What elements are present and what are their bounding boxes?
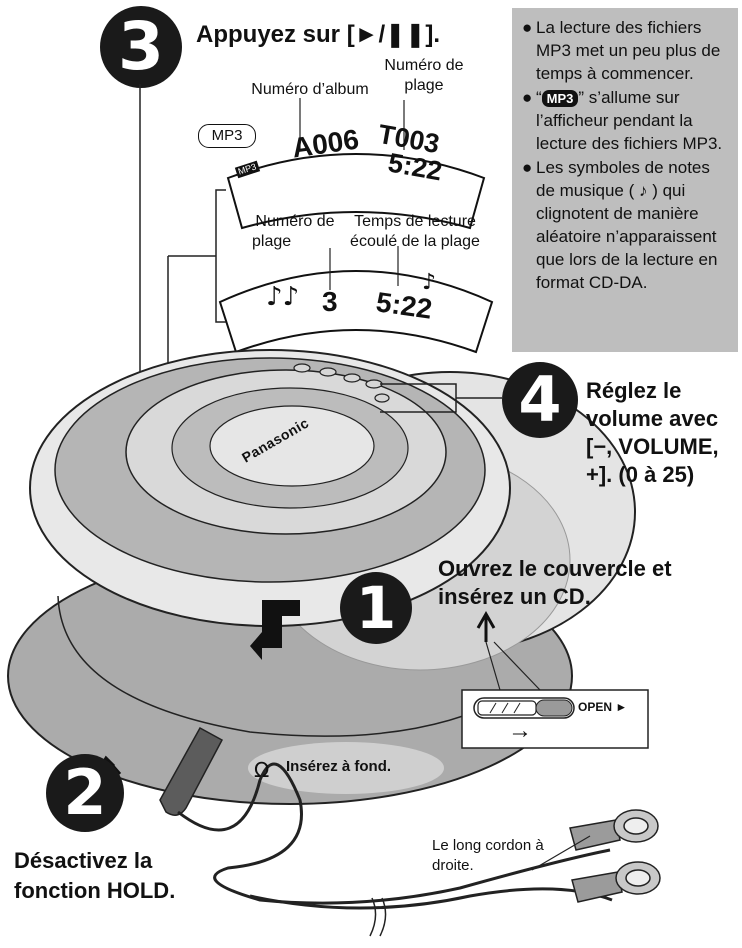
note-item: ● La lecture des fichiers MP3 met un peu… [522, 16, 732, 85]
cord-note-line2: droite. [432, 857, 474, 874]
cdda-track-value: 3 [322, 286, 338, 317]
insert-callout-bubble [248, 742, 444, 794]
note-text: Les symboles de notes de musique ( ♪ ) q… [536, 158, 718, 292]
mp3-mode-tag: MP3 [198, 124, 256, 148]
step-2-number: 2 [46, 754, 124, 832]
open-arrow-icon [250, 600, 300, 660]
step-3-instruction: Appuyez sur [►/❚❚]. [196, 21, 440, 48]
volume-buttons [293, 363, 390, 403]
elapsed-time-label-line2: écoulé de la plage [350, 233, 480, 250]
mp3-display-panel [226, 153, 486, 230]
step-4-line1: Réglez le [586, 378, 682, 403]
bullet-icon: ● [522, 88, 533, 107]
earbud-left [571, 861, 661, 903]
music-notes-icon: ♪♪ [266, 282, 300, 312]
mp3-track-number-label-line2: plage [404, 77, 444, 94]
earbud-right [569, 809, 659, 851]
note-item: ● Les symboles de notes de musique ( ♪ )… [522, 156, 732, 294]
step-1-line1: Ouvrez le couvercle et [438, 556, 672, 581]
up-arrow-icon [476, 610, 496, 642]
cdda-track-number-label-line2: plage [252, 233, 292, 250]
step-4-line2: volume avec [586, 406, 719, 431]
open-switch-label: OPEN ► [578, 700, 628, 714]
bullet-icon: ● [522, 158, 533, 177]
notes-box: ● La lecture des fichiers MP3 met un peu… [512, 8, 738, 352]
headphone-jack-icon: Ω [254, 758, 270, 782]
music-note-icon: ♪ [422, 270, 437, 295]
mp3-badge: MP3 [541, 90, 579, 107]
step-4-line3: [−, VOLUME, [586, 434, 719, 459]
step-1-number: 1 [340, 572, 412, 644]
step-2-line1: Désactivez la [14, 848, 153, 873]
step-3-number: 3 [100, 6, 182, 88]
cdda-display-panel [218, 270, 494, 354]
step-4-line4: +]. (0 à 25) [586, 462, 695, 487]
insert-plug-callout: Insérez à fond. [286, 758, 392, 775]
cord-note-line1: Le long cordon à [432, 837, 544, 854]
step-4-number: 4 [502, 362, 578, 438]
switch-arrow-icon: → [508, 717, 532, 744]
note-open-quote: “ [536, 88, 542, 107]
mp3-track-number-label-line1: Numéro de [384, 57, 464, 74]
note-text: s’allume sur l’afficheur pendant la lect… [536, 88, 723, 153]
cdda-track-number-label-line1: Numéro de [255, 213, 335, 230]
elapsed-time-label-line1: Temps de lecture [354, 213, 476, 230]
step-1-line2: insérez un CD. [438, 584, 591, 609]
note-text: La lecture des fichiers MP3 met un peu p… [536, 18, 721, 83]
bullet-icon: ● [522, 18, 533, 37]
note-close-quote: ” [578, 88, 585, 107]
note-item: ● “MP3” s’allume sur l’afficheur pendant… [522, 86, 732, 155]
step-2-line2: fonction HOLD. [14, 878, 176, 903]
album-number-label: Numéro d’album [251, 81, 369, 98]
headphone-cord [177, 762, 611, 905]
